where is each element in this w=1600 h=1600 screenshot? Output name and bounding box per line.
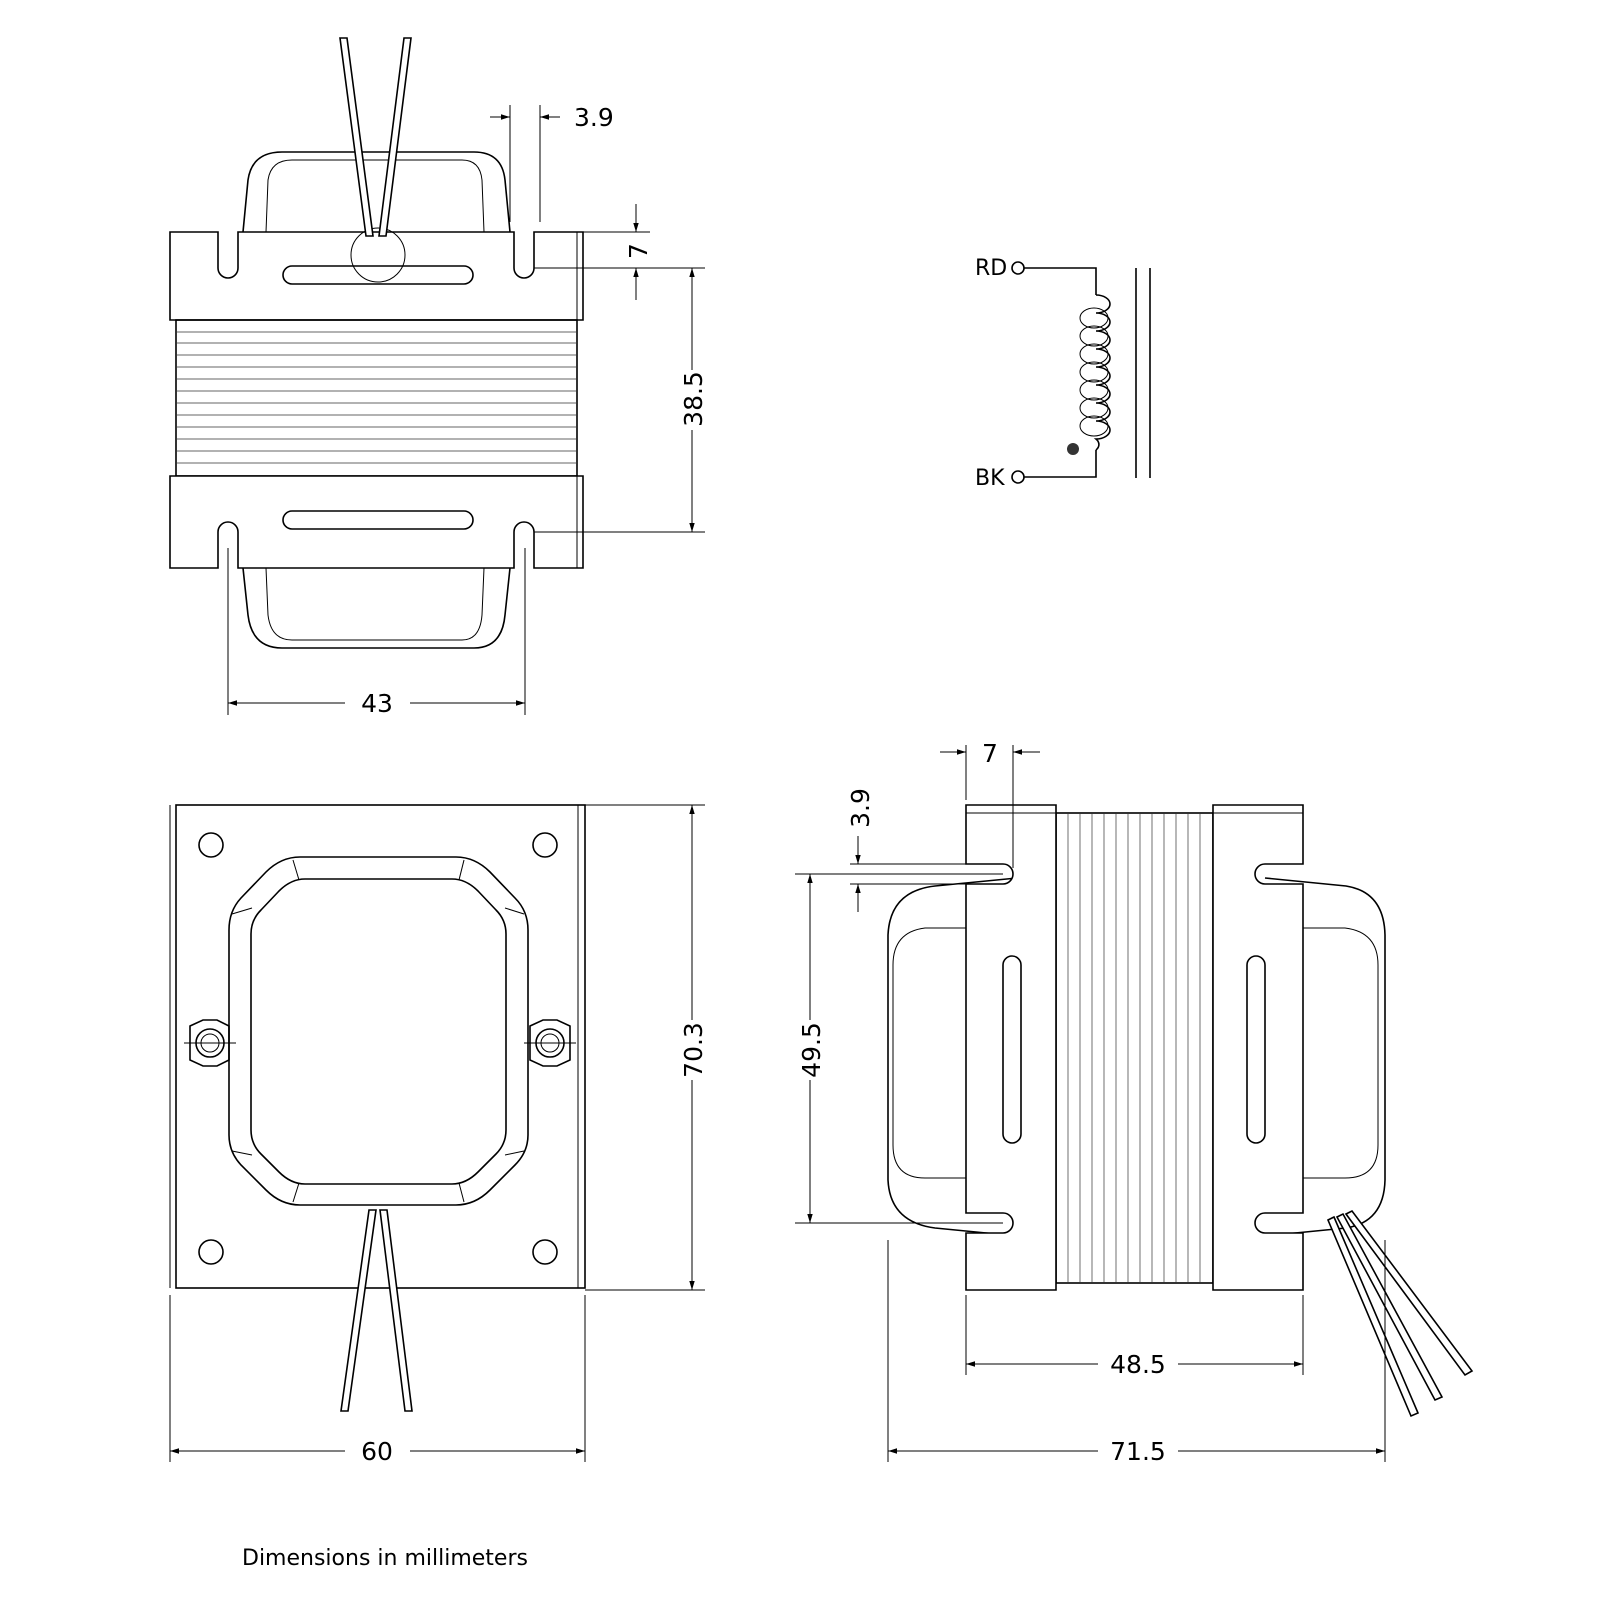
nut-right [524, 1019, 576, 1067]
top-coil-end-upper-inner [265, 159, 485, 233]
side-view-dimensions: 7 3.9 49.5 48.5 71.5 [795, 739, 1386, 1466]
wire-bk [1024, 450, 1097, 478]
top-upper-slot [282, 265, 474, 285]
dim-top-height: 38.5 [679, 371, 708, 427]
top-leads [339, 37, 412, 237]
top-upper-bracket [169, 231, 584, 321]
top-coil-end-lower-inner [265, 567, 485, 641]
front-plate [175, 804, 586, 1289]
terminal-rd [1011, 261, 1025, 275]
dim-side-slot-width: 3.9 [846, 788, 875, 828]
units-note: Dimensions in millimeters [242, 1546, 528, 1571]
wire-rd [1024, 267, 1097, 295]
terminal-bk [1011, 470, 1025, 484]
mount-hole-top-left [198, 832, 224, 858]
top-coil-end-upper [242, 151, 511, 233]
side-leads [1326, 1209, 1474, 1418]
side-right-slot [1246, 955, 1266, 1144]
coil-inner [250, 878, 507, 1185]
winding-loops [1079, 307, 1109, 437]
lead-label-bk: BK [975, 466, 1005, 491]
mount-hole-bottom-right [532, 1239, 558, 1265]
side-coil-end-left [887, 877, 1018, 1237]
side-left-bracket [965, 804, 1057, 1291]
dim-side-mount-width: 48.5 [1110, 1350, 1166, 1379]
side-left-slot [1002, 955, 1022, 1144]
top-lower-bracket [169, 475, 584, 569]
mount-hole-top-right [532, 832, 558, 858]
nut-left [184, 1019, 236, 1067]
winding-coil [1093, 294, 1111, 451]
polarity-dot [1067, 443, 1079, 455]
mount-hole-bottom-left [198, 1239, 224, 1265]
side-coil-end-left-inner [892, 927, 966, 1179]
front-view [169, 804, 586, 1412]
side-right-bracket [1212, 804, 1304, 1291]
front-view-dimensions: 70.3 60 [169, 804, 708, 1466]
dim-side-mount-height: 49.5 [797, 1022, 826, 1078]
dim-front-height: 70.3 [679, 1022, 708, 1078]
coil-outer [228, 856, 529, 1206]
top-coil-end-lower [242, 567, 511, 649]
dim-top-width: 43 [361, 689, 393, 718]
top-view-dimensions: 3.9 7 38.5 43 [227, 103, 708, 718]
dim-top-slot-width: 3.9 [574, 103, 614, 132]
top-lower-slot [282, 510, 474, 530]
top-lamination-stack [175, 319, 578, 477]
side-lamination-stack [1055, 812, 1214, 1284]
dim-top-slot-depth: 7 [624, 243, 653, 259]
side-coil-end-right-inner [1303, 927, 1379, 1179]
side-lamination-lines [1067, 813, 1201, 1283]
dim-side-slot-depth: 7 [982, 739, 998, 768]
coil-corner-lines [231, 859, 525, 1203]
dim-front-width: 60 [361, 1437, 393, 1466]
top-view [169, 37, 584, 649]
schematic: RD BK [975, 256, 1151, 491]
lead-label-rd: RD [975, 256, 1007, 281]
side-view [887, 804, 1474, 1418]
side-coil-end-right [1264, 877, 1386, 1237]
dim-side-overall-width: 71.5 [1110, 1437, 1166, 1466]
front-leads [340, 1209, 413, 1412]
top-lead-exit [350, 227, 406, 283]
top-lamination-lines [176, 331, 577, 464]
